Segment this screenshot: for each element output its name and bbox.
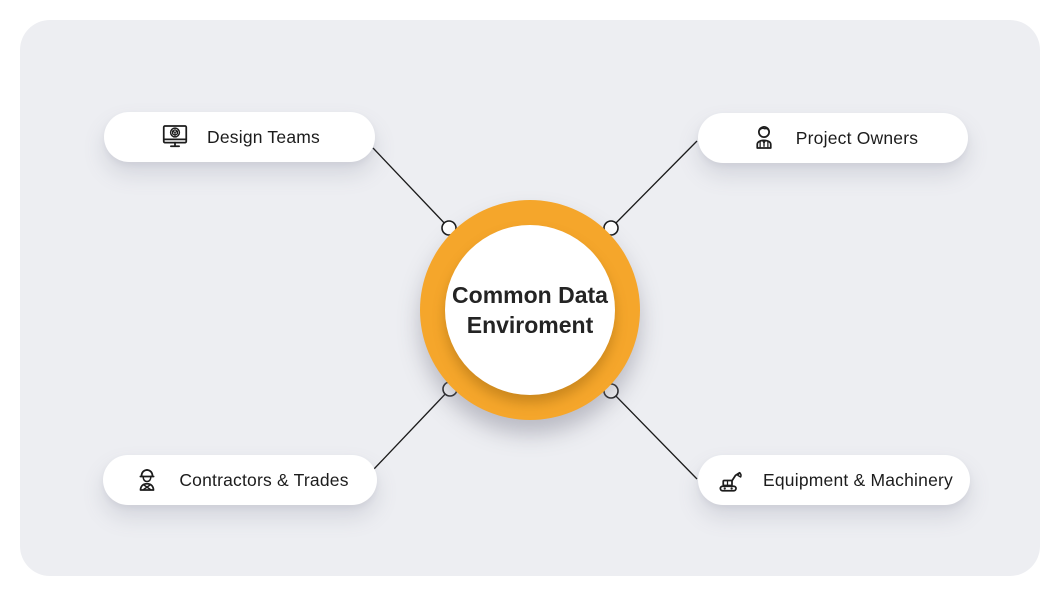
node-label: Contractors & Trades [179, 469, 349, 490]
hub-title-line1: Common Data [452, 281, 608, 308]
excavator-icon [715, 464, 747, 496]
person-tie-icon [748, 122, 780, 154]
hub-title-line2: Enviroment [466, 312, 594, 338]
node-project-owners[interactable]: Project Owners [698, 113, 968, 163]
node-design-teams[interactable]: Design Teams [104, 112, 375, 162]
construction-worker-icon [131, 464, 163, 496]
monitor-3d-model-icon [159, 121, 191, 153]
hub-title: Common Data Enviroment [452, 280, 608, 341]
hub-inner-circle: Common Data Enviroment [445, 225, 615, 395]
node-label: Project Owners [795, 127, 919, 148]
node-contractors-trades[interactable]: Contractors & Trades [103, 455, 377, 505]
node-equipment-machinery[interactable]: Equipment & Machinery [698, 455, 970, 505]
node-label: Design Teams [207, 126, 320, 147]
hub-ring[interactable]: Common Data Enviroment [420, 200, 640, 420]
node-label: Equipment & Machinery [763, 469, 953, 490]
